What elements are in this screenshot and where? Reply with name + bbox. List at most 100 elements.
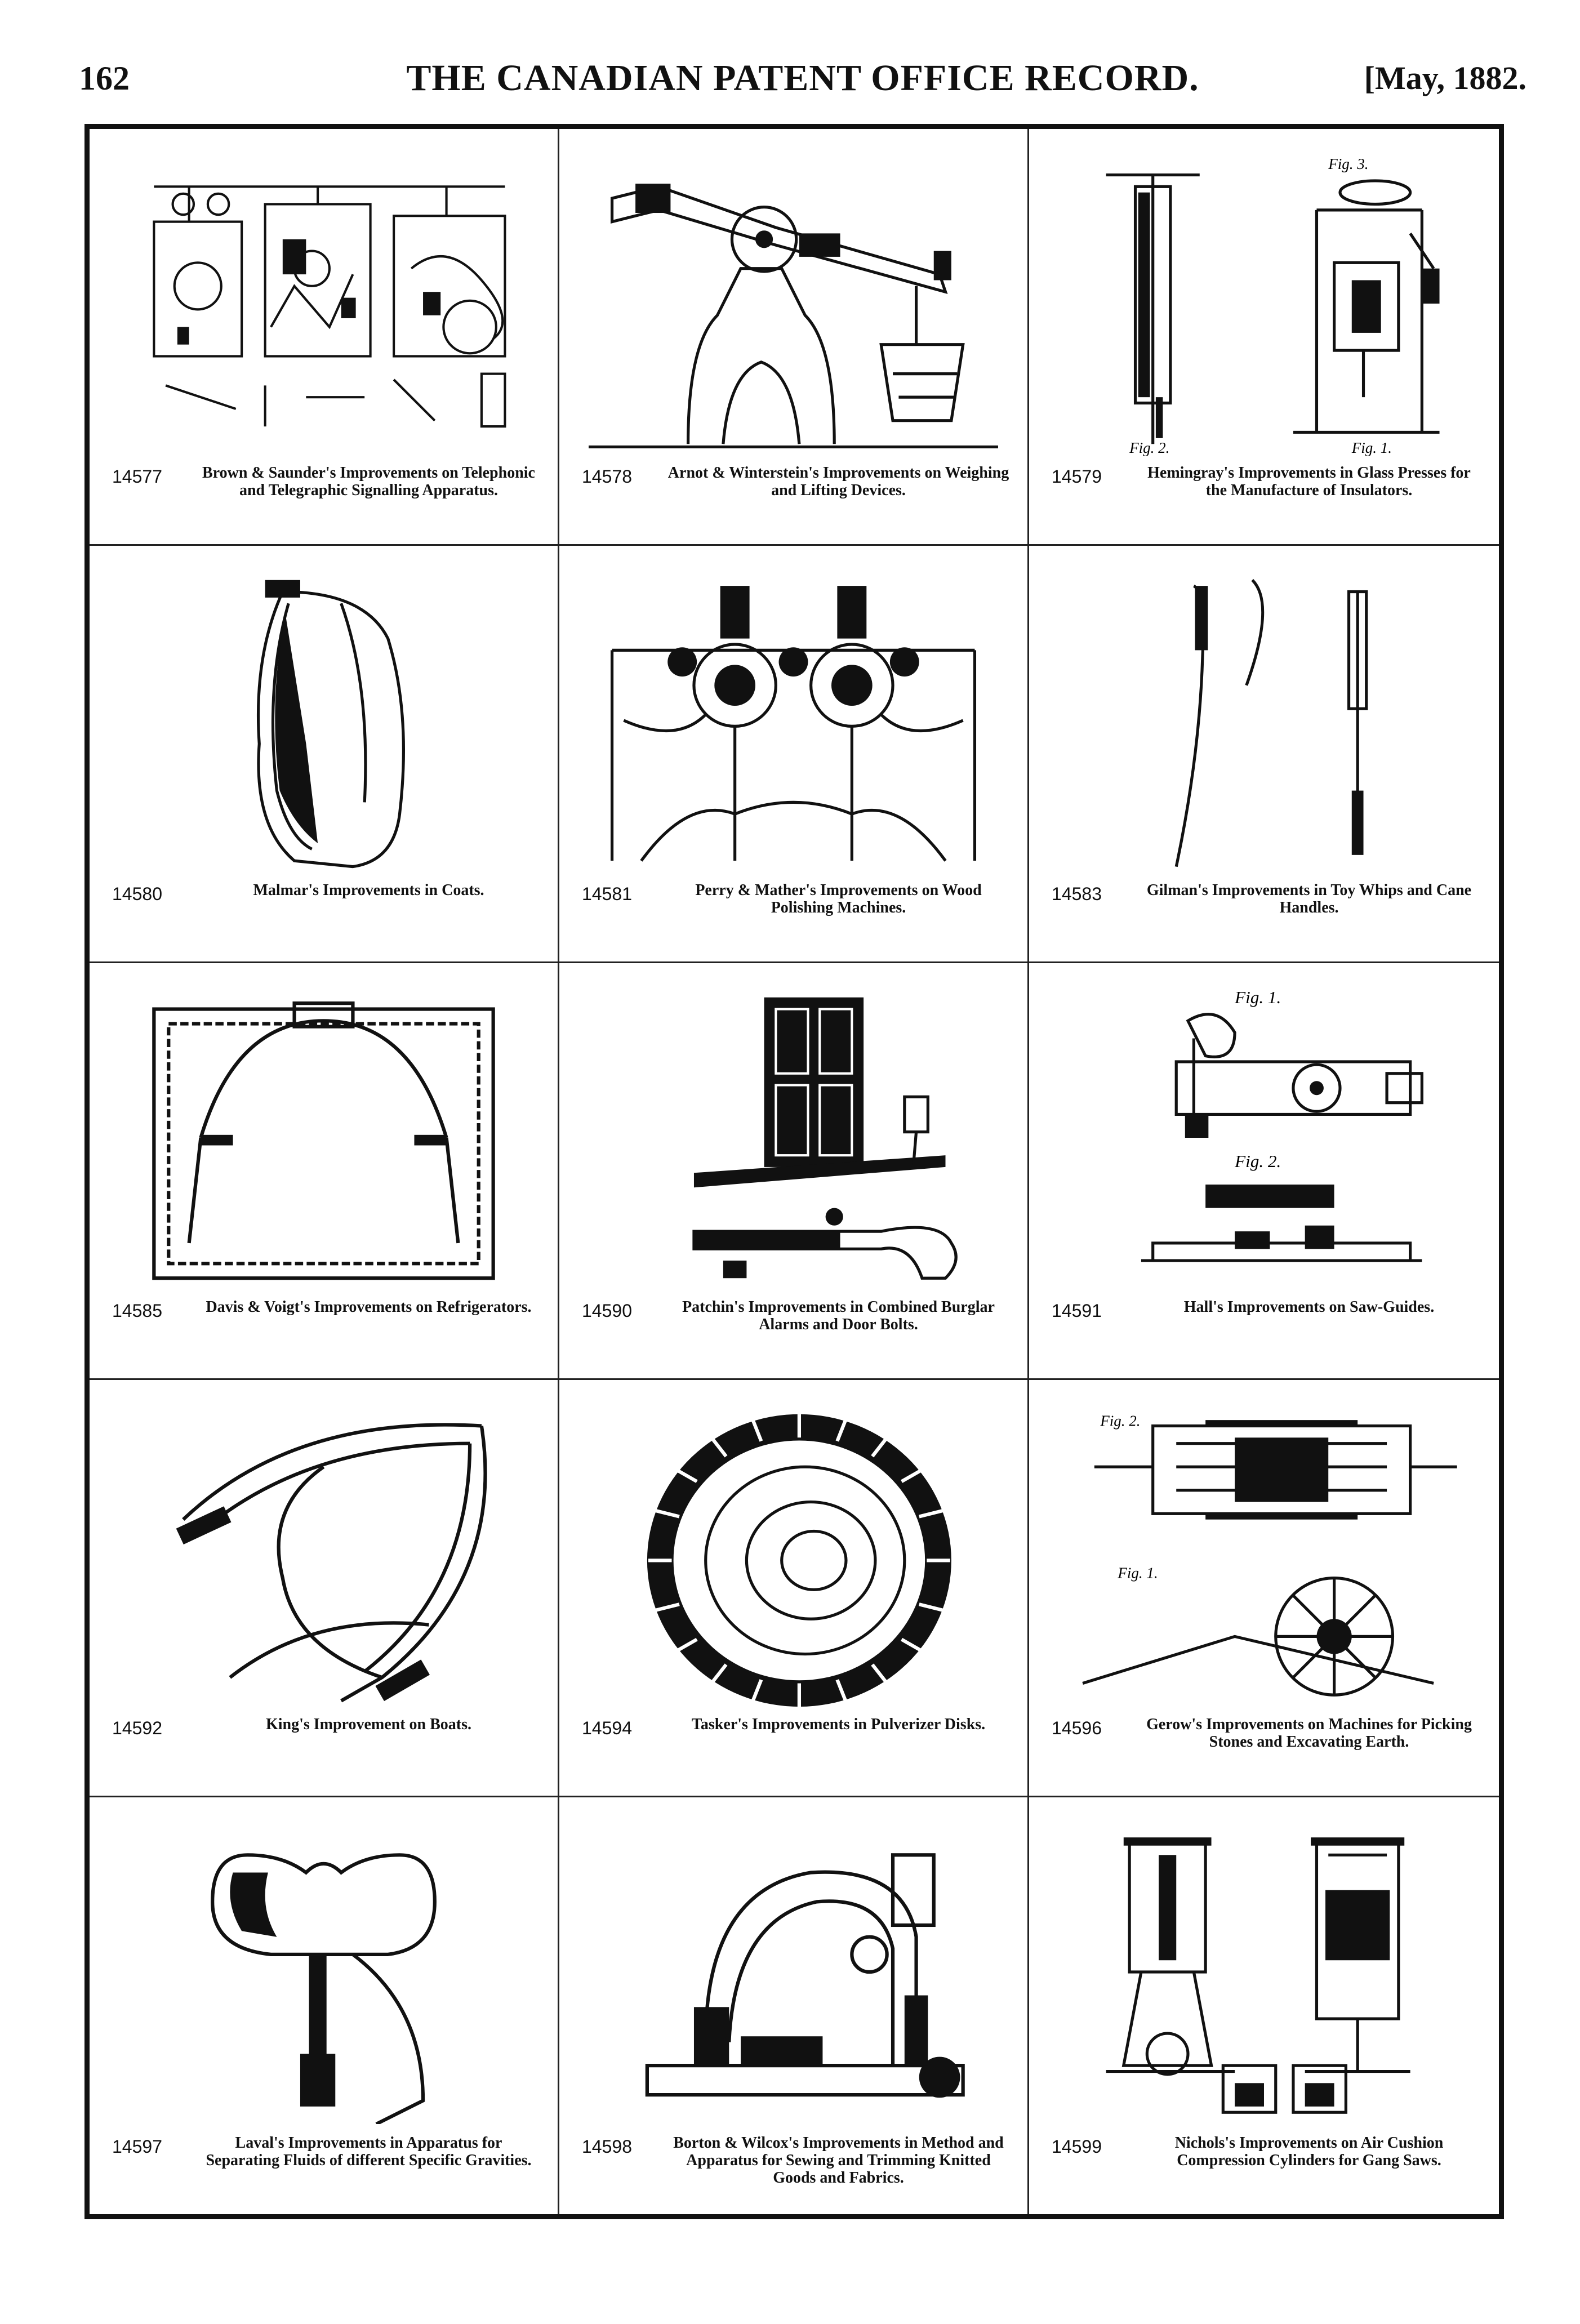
patent-number: 14594 [582,1717,632,1738]
patent-title: Gilman's Improvements in Toy Whips and C… [1146,881,1472,916]
patent-title: Arnot & Winterstein's Improvements on We… [667,464,1009,500]
pulverizer-disk-figure [588,1403,999,1707]
patent-caption: 14592 King's Improvement on Boats. [112,1716,541,1783]
toy-whip-figure [1057,568,1471,872]
patent-number: 14577 [112,466,162,487]
patent-title: Brown & Saunder's Improvements on Teleph… [202,464,535,500]
patent-title: Nichols's Improvements on Air Cushion Co… [1174,2134,1444,2169]
page-number: 162 [79,60,130,97]
patent-caption: 14581 Perry & Mather's Improvements on W… [582,881,1011,949]
patent-caption: 14579 Hemingray's Improvements in Glass … [1052,464,1482,532]
patent-cell-14581: 14581 Perry & Mather's Improvements on W… [559,546,1029,963]
patent-cell-14579: Fig. 3. Fig. 2. Fig. 1. 14579 Hemingray'… [1029,129,1499,546]
patent-number: 14580 [112,883,162,904]
patent-title: Hemingray's Improvements in Glass Presse… [1147,464,1471,500]
figure-label: Fig. 2. [1234,1151,1281,1171]
patent-caption: 14585 Davis & Voigt's Improvements on Re… [112,1298,541,1366]
polishing-machine-drawing [610,586,977,862]
figure-label: Fig. 2. [1129,439,1169,456]
patent-number: 14579 [1052,466,1102,487]
patent-cell-14599: 14599 Nichols's Improvements on Air Cush… [1029,1797,1499,2214]
patent-cell-14585: 14585 Davis & Voigt's Improvements on Re… [90,963,559,1381]
patent-cell-14591: Fig. 1. Fig. 2. 14591 Hall's Improvement… [1029,963,1499,1381]
patent-title: Malmar's Improvements in Coats. [253,881,484,899]
patent-number: 14583 [1052,883,1102,904]
compression-cylinders-drawing [1106,1837,1410,2114]
patent-cell-14596: Fig. 2. Fig. 1. 14596 Gerow's Improvemen… [1029,1380,1499,1797]
patent-grid-frame: 14577 Brown & Saunder's Improvements on … [84,124,1504,2219]
patent-caption: 14578 Arnot & Winterstein's Improvements… [582,464,1011,532]
refrigerator-section-drawing [152,1001,495,1280]
patent-caption: 14580 Malmar's Improvements in Coats. [112,881,541,949]
saw-guide-drawing: Fig. 1. Fig. 2. [1141,987,1423,1262]
patent-number: 14585 [112,1301,162,1321]
patent-cell-14592: 14592 King's Improvement on Boats. [90,1380,559,1797]
patent-caption: 14594 Tasker's Improvements in Pulverize… [582,1716,1011,1783]
patent-title: Gerow's Improvements on Machines for Pic… [1146,1715,1472,1751]
refrigerator-section-figure [118,986,529,1290]
coat-garment-drawing [256,580,406,869]
fluid-separator-figure [118,1820,529,2124]
stone-picking-machine-figure: Fig. 2. Fig. 1. [1057,1403,1471,1707]
page-header: 162 THE CANADIAN PATENT OFFICE RECORD. [… [79,54,1526,115]
patent-number: 14581 [582,883,632,904]
figure-label: Fig. 2. [1100,1413,1140,1430]
door-bolt-alarm-drawing [692,997,958,1280]
patent-caption: 14590 Patchin's Improvements in Combined… [582,1298,1011,1366]
saw-guide-figure: Fig. 1. Fig. 2. [1057,986,1471,1290]
polishing-machine-figure [588,568,999,872]
weighing-lever-device-figure [588,152,999,456]
patent-title: Tasker's Improvements in Pulverizer Disk… [691,1715,986,1733]
weighing-lever-device-drawing [589,184,998,449]
patent-title: King's Improvement on Boats. [265,1715,472,1733]
patent-grid: 14577 Brown & Saunder's Improvements on … [90,129,1499,2214]
patent-cell-14583: 14583 Gilman's Improvements in Toy Whips… [1029,546,1499,963]
patent-number: 14578 [582,466,632,487]
patent-number: 14598 [582,2136,632,2157]
patent-title: Laval's Improvements in Apparatus for Se… [206,2134,532,2169]
patent-caption: 14598 Borton & Wilcox's Improvements in … [582,2134,1011,2202]
patent-cell-14578: 14578 Arnot & Winterstein's Improvements… [559,129,1029,546]
compression-cylinders-figure [1057,1820,1471,2124]
patent-cell-14580: 14580 Malmar's Improvements in Coats. [90,546,559,963]
figure-label: Fig. 1. [1117,1565,1158,1582]
glass-press-figure: Fig. 3. Fig. 2. Fig. 1. [1057,152,1471,456]
patent-cell-14598: 14598 Borton & Wilcox's Improvements in … [559,1797,1029,2214]
sewing-machine-figure [588,1820,999,2124]
patent-cell-14597: 14597 Laval's Improvements in Apparatus … [90,1797,559,2214]
patent-number: 14596 [1052,1717,1102,1738]
fluid-separator-drawing [211,1853,437,2124]
patent-cell-14577: 14577 Brown & Saunder's Improvements on … [90,129,559,546]
patent-number: 14591 [1052,1301,1102,1321]
glass-press-drawing: Fig. 3. Fig. 2. Fig. 1. [1106,155,1440,456]
patent-title: Hall's Improvements on Saw-Guides. [1183,1298,1435,1316]
patent-number: 14597 [112,2136,162,2157]
patent-number: 14599 [1052,2136,1102,2157]
telephone-circuit-diagram-drawing [153,185,506,428]
publication-title: THE CANADIAN PATENT OFFICE RECORD. [406,57,1199,99]
boat-frame-figure [118,1403,529,1707]
door-bolt-alarm-figure [588,986,999,1290]
patent-caption: 14583 Gilman's Improvements in Toy Whips… [1052,881,1482,949]
telephone-circuit-diagram-figure [118,152,529,456]
figure-label: Fig. 1. [1351,439,1392,456]
stone-picking-machine-drawing: Fig. 2. Fig. 1. [1082,1413,1457,1697]
patent-title: Davis & Voigt's Improvements on Refriger… [206,1298,532,1316]
pulverizer-disk-drawing [647,1414,951,1707]
patent-number: 14590 [582,1301,632,1321]
patent-caption: 14597 Laval's Improvements in Apparatus … [112,2134,541,2202]
patent-title: Patchin's Improvements in Combined Burgl… [682,1298,995,1334]
patent-caption: 14596 Gerow's Improvements on Machines f… [1052,1716,1482,1783]
patent-cell-14590: 14590 Patchin's Improvements in Combined… [559,963,1029,1381]
patent-number: 14592 [112,1717,162,1738]
toy-whip-drawing [1174,579,1368,867]
coat-garment-figure [118,568,529,872]
patent-caption: 14577 Brown & Saunder's Improvements on … [112,464,541,532]
patent-title: Perry & Mather's Improvements on Wood Po… [695,881,982,916]
patent-caption: 14591 Hall's Improvements on Saw-Guides. [1052,1298,1482,1366]
issue-date: [May, 1882. [1364,60,1526,96]
boat-frame-drawing [176,1423,487,1703]
patent-cell-14594: 14594 Tasker's Improvements in Pulverize… [559,1380,1029,1797]
sewing-machine-drawing [645,1853,965,2098]
figure-label: Fig. 3. [1328,155,1368,172]
